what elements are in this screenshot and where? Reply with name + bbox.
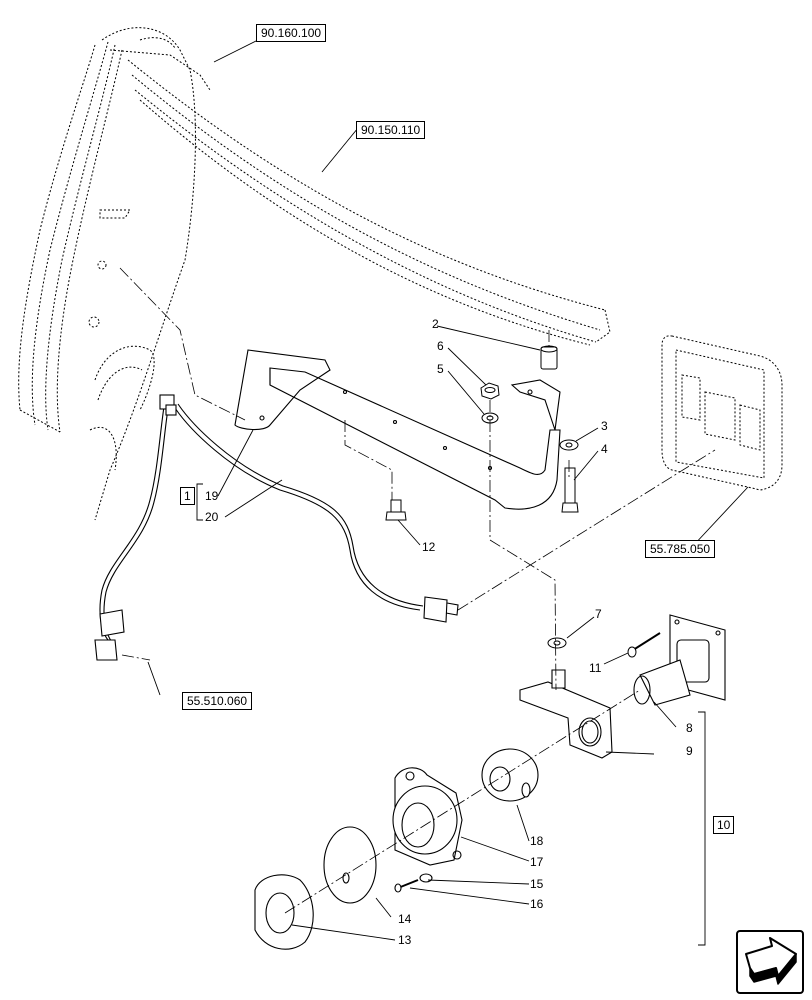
wiring-harness — [94, 394, 459, 661]
kit-label-1: 1 — [180, 487, 195, 505]
assembly-lines — [119, 267, 716, 914]
ref-label-90-160-100[interactable]: 90.160.100 — [256, 24, 327, 42]
lower-mount-assembly — [254, 614, 726, 950]
part-number-2: 2 — [432, 317, 439, 331]
part-number-16: 16 — [530, 897, 544, 911]
next-page-button[interactable] — [736, 930, 804, 994]
ref-label-55-785-050[interactable]: 55.785.050 — [645, 540, 716, 558]
part-number-9: 9 — [686, 744, 693, 758]
part-number-14: 14 — [398, 912, 412, 926]
next-page-arrow-icon — [745, 937, 797, 985]
part-number-7: 7 — [595, 607, 602, 621]
part-number-4: 4 — [601, 442, 608, 456]
mounting-bracket — [234, 349, 561, 510]
part-number-8: 8 — [686, 721, 693, 735]
leader-lines — [147, 39, 749, 946]
part-number-6: 6 — [437, 339, 444, 353]
ref-label-90-150-110[interactable]: 90.150.110 — [356, 121, 426, 139]
part-number-15: 15 — [530, 877, 544, 891]
part-number-19: 19 — [205, 489, 219, 503]
part-number-11: 11 — [589, 661, 602, 675]
display-monitor — [661, 335, 783, 491]
part-number-20: 20 — [205, 510, 219, 524]
part-number-5: 5 — [437, 362, 444, 376]
part-number-3: 3 — [601, 419, 608, 433]
ref-label-55-510-060[interactable]: 55.510.060 — [182, 692, 253, 710]
part-number-18: 18 — [530, 834, 544, 848]
cab-pillar-frame — [18, 27, 611, 521]
part-number-17: 17 — [530, 855, 544, 869]
part-number-12: 12 — [422, 540, 436, 554]
part-number-13: 13 — [398, 933, 412, 947]
kit-label-10: 10 — [713, 816, 735, 834]
